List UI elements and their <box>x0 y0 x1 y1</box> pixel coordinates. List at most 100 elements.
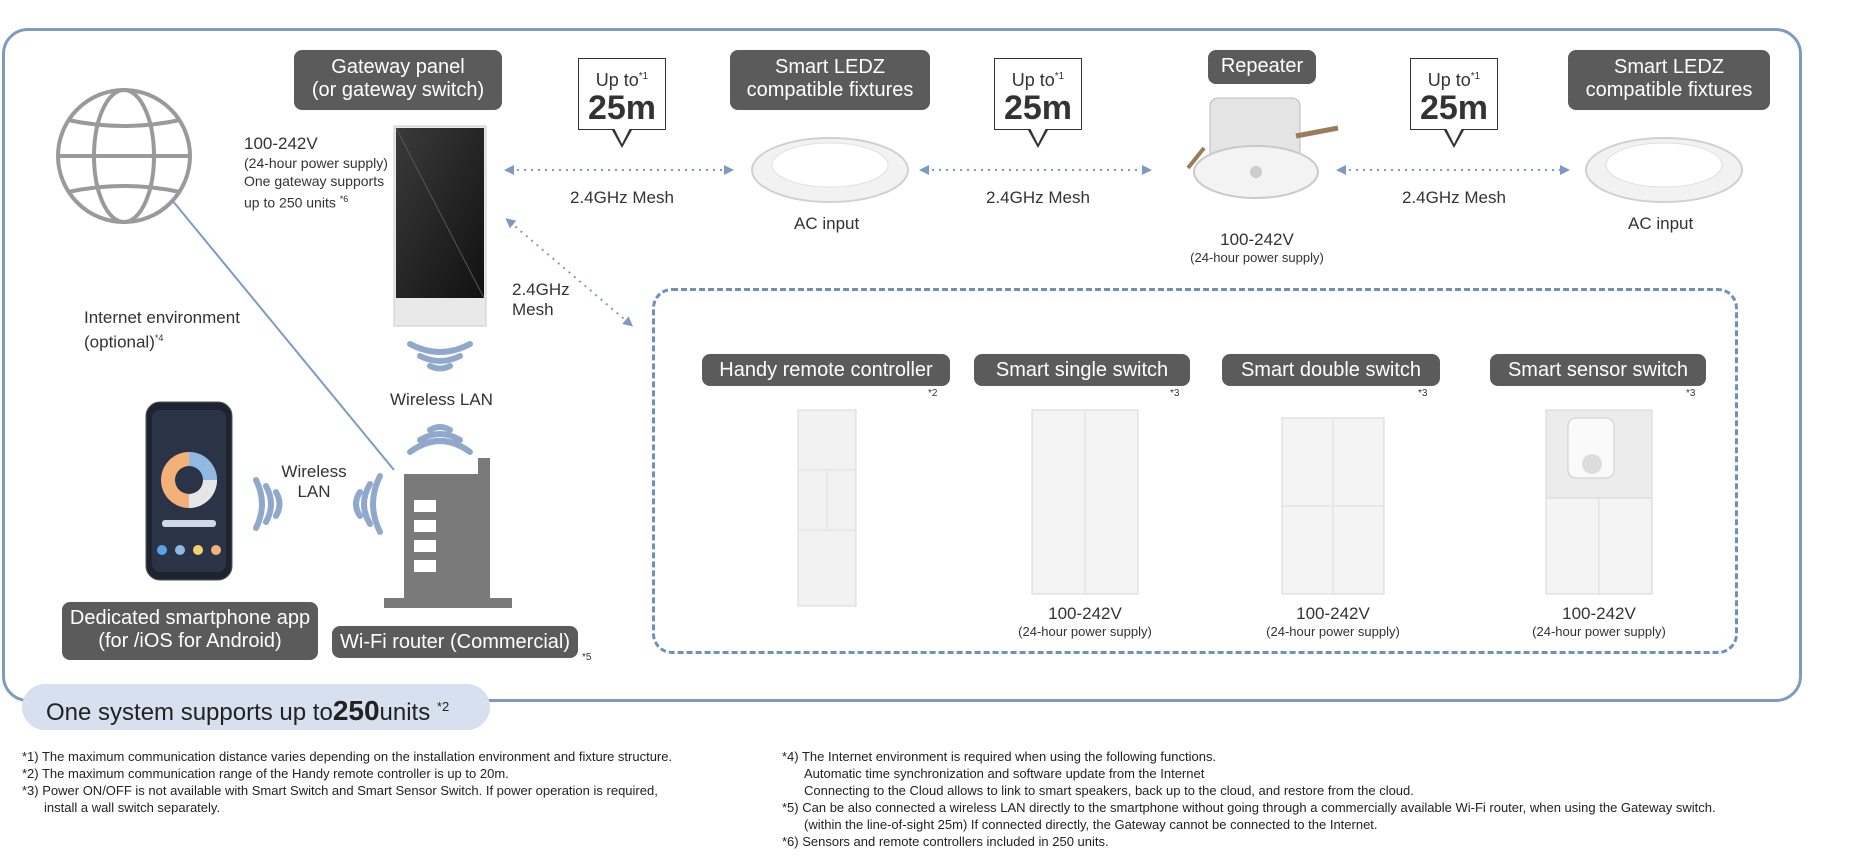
internet-env-line2: (optional) <box>84 332 155 352</box>
downlight-fixture-1 <box>751 137 909 203</box>
wireless-lan-2-line1: Wireless <box>281 462 347 481</box>
range-callout-1-note: *1 <box>638 71 649 82</box>
mesh-diag-line1: 2.4GHz <box>512 280 570 299</box>
range-callout-3-tail <box>1444 128 1464 148</box>
devices-group-frame <box>652 288 1738 654</box>
footnote-4-line3: Connecting to the Cloud allows to link t… <box>804 783 1414 798</box>
range-callout-3-distance: 25m <box>1419 89 1489 127</box>
footnotes-left: *1) The maximum communication distance v… <box>22 748 672 816</box>
smart-single-label: Smart single switch <box>974 354 1190 386</box>
wireless-lan-2-line2: LAN <box>297 482 331 501</box>
repeater-voltage: 100-242V <box>1220 230 1294 249</box>
handy-remote-label: Handy remote controller <box>702 354 950 386</box>
system-capacity-banner: One system supports up to250units *2 <box>22 684 490 730</box>
footnote-1: *1) The maximum communication distance v… <box>22 749 673 764</box>
gateway-panel-label: Gateway panel (or gateway switch) <box>294 50 502 110</box>
range-callout-3-up-to: Up to <box>1427 70 1471 90</box>
repeater-device <box>1186 97 1339 199</box>
range-callout-2-tail <box>1028 128 1048 148</box>
single-switch-specs: 100-242V (24-hour power supply) <box>1000 604 1170 640</box>
smart-double-label-text: Smart double switch <box>1240 359 1422 381</box>
wifi-signal-icon <box>407 341 473 455</box>
banner-suffix: units <box>379 699 431 726</box>
mesh-label-diagonal: 2.4GHz Mesh <box>512 280 570 320</box>
smart-sensor-label: Smart sensor switch <box>1490 354 1706 386</box>
smart-ledz-label-2-line2: compatible fixtures <box>1585 79 1753 101</box>
downlight-fixture-2 <box>1585 137 1743 203</box>
wireless-lan-label: Wireless LAN <box>390 390 493 409</box>
mesh-diag-line2: Mesh <box>512 300 554 319</box>
dedicated-app-label-line1: Dedicated smartphone app <box>69 607 311 629</box>
smart-ledz-label-1-line2: compatible fixtures <box>746 79 914 101</box>
mesh-label-1: 2.4GHz Mesh <box>570 188 674 207</box>
footnotes-right: *4) The Internet environment is required… <box>782 748 1716 850</box>
sensor-switch-image <box>1545 409 1653 595</box>
footnote-4: *4) The Internet environment is required… <box>782 749 1217 764</box>
footnote-5-line2: (within the line-of-sight 25m) If connec… <box>804 817 1378 832</box>
repeater-power-supply: (24-hour power supply) <box>1190 250 1324 265</box>
sensor-switch-specs: 100-242V (24-hour power supply) <box>1514 604 1684 640</box>
mesh-arrow-diagonal <box>505 218 634 327</box>
footnote-5: *5) Can be also connected a wireless LAN… <box>782 800 1716 815</box>
repeater-label-text: Repeater <box>1220 55 1304 77</box>
footnote-3-cont: install a wall switch separately. <box>44 800 221 815</box>
dedicated-app-label-line2: (for /iOS for Android) <box>98 630 282 652</box>
range-callout-3-note: *1 <box>1470 71 1481 82</box>
range-callout-1-distance: 25m <box>587 89 657 127</box>
smart-ledz-label-1-line1: Smart LEDZ <box>774 56 886 78</box>
repeater-label: Repeater <box>1208 50 1316 84</box>
handy-remote-image <box>797 409 857 607</box>
handy-remote-note: *2 <box>928 388 938 399</box>
wireless-lan-label-2: Wireless LAN <box>278 462 350 502</box>
range-callout-2-up-to: Up to <box>1011 70 1055 90</box>
smartphone-image <box>145 401 233 581</box>
gateway-note-6: *6 <box>339 194 349 204</box>
internet-note-4: *4 <box>154 333 164 343</box>
internet-env-line1: Internet environment <box>84 308 240 327</box>
double-switch-note: *3 <box>1418 388 1428 399</box>
system-frame <box>2 28 1802 702</box>
smart-double-label: Smart double switch <box>1222 354 1440 386</box>
smart-sensor-label-text: Smart sensor switch <box>1507 359 1689 381</box>
internet-connection-line <box>171 199 395 471</box>
banner-number: 250 <box>332 695 380 726</box>
range-callout-2: Up to*1 25m <box>994 58 1082 130</box>
single-switch-voltage: 100-242V <box>1048 604 1122 623</box>
smart-ledz-label-2: Smart LEDZ compatible fixtures <box>1568 50 1770 110</box>
footnote-3: *3) Power ON/OFF is not available with S… <box>22 783 658 798</box>
range-callout-1-up-to: Up to <box>595 70 639 90</box>
gateway-supports-line: One gateway supports <box>244 173 385 189</box>
wifi-signal-icon <box>253 473 383 535</box>
sensor-switch-power: (24-hour power supply) <box>1532 624 1666 639</box>
range-callout-3: Up to*1 25m <box>1410 58 1498 130</box>
double-switch-voltage: 100-242V <box>1296 604 1370 623</box>
double-switch-specs: 100-242V (24-hour power supply) <box>1248 604 1418 640</box>
range-callout-2-note: *1 <box>1054 71 1065 82</box>
range-callout-1: Up to*1 25m <box>578 58 666 130</box>
wifi-router-label-text: Wi-Fi router (Commercial) <box>340 631 570 653</box>
banner-prefix: One system supports up to <box>46 699 333 726</box>
internet-env-label: Internet environment (optional)*4 <box>84 308 240 353</box>
smart-ledz-label-1: Smart LEDZ compatible fixtures <box>730 50 930 110</box>
note-5-marker: *5 <box>582 652 592 663</box>
gateway-power-supply: (24-hour power supply) <box>244 155 388 171</box>
footnote-2: *2) The maximum communication range of t… <box>22 766 509 781</box>
single-switch-note: *3 <box>1170 388 1180 399</box>
gateway-specs: 100-242V (24-hour power supply) One gate… <box>244 134 388 212</box>
gateway-panel-label-line1: Gateway panel <box>331 56 465 78</box>
wifi-router-icon <box>384 458 512 608</box>
repeater-specs: 100-242V (24-hour power supply) <box>1182 230 1332 266</box>
smart-single-label-text: Smart single switch <box>995 359 1169 381</box>
double-switch-image <box>1281 417 1385 595</box>
mesh-label-3: 2.4GHz Mesh <box>1402 188 1506 207</box>
range-callout-2-distance: 25m <box>1003 89 1073 127</box>
footnote-4-line2: Automatic time synchronization and softw… <box>804 766 1205 781</box>
wifi-router-label: Wi-Fi router (Commercial) <box>332 626 578 658</box>
dedicated-app-label: Dedicated smartphone app (for /iOS for A… <box>62 602 318 660</box>
handy-remote-label-text: Handy remote controller <box>719 359 933 381</box>
gateway-voltage: 100-242V <box>244 134 318 153</box>
banner-note: *2 <box>436 699 450 714</box>
mesh-label-2: 2.4GHz Mesh <box>986 188 1090 207</box>
smart-ledz-label-2-line1: Smart LEDZ <box>1613 56 1725 78</box>
